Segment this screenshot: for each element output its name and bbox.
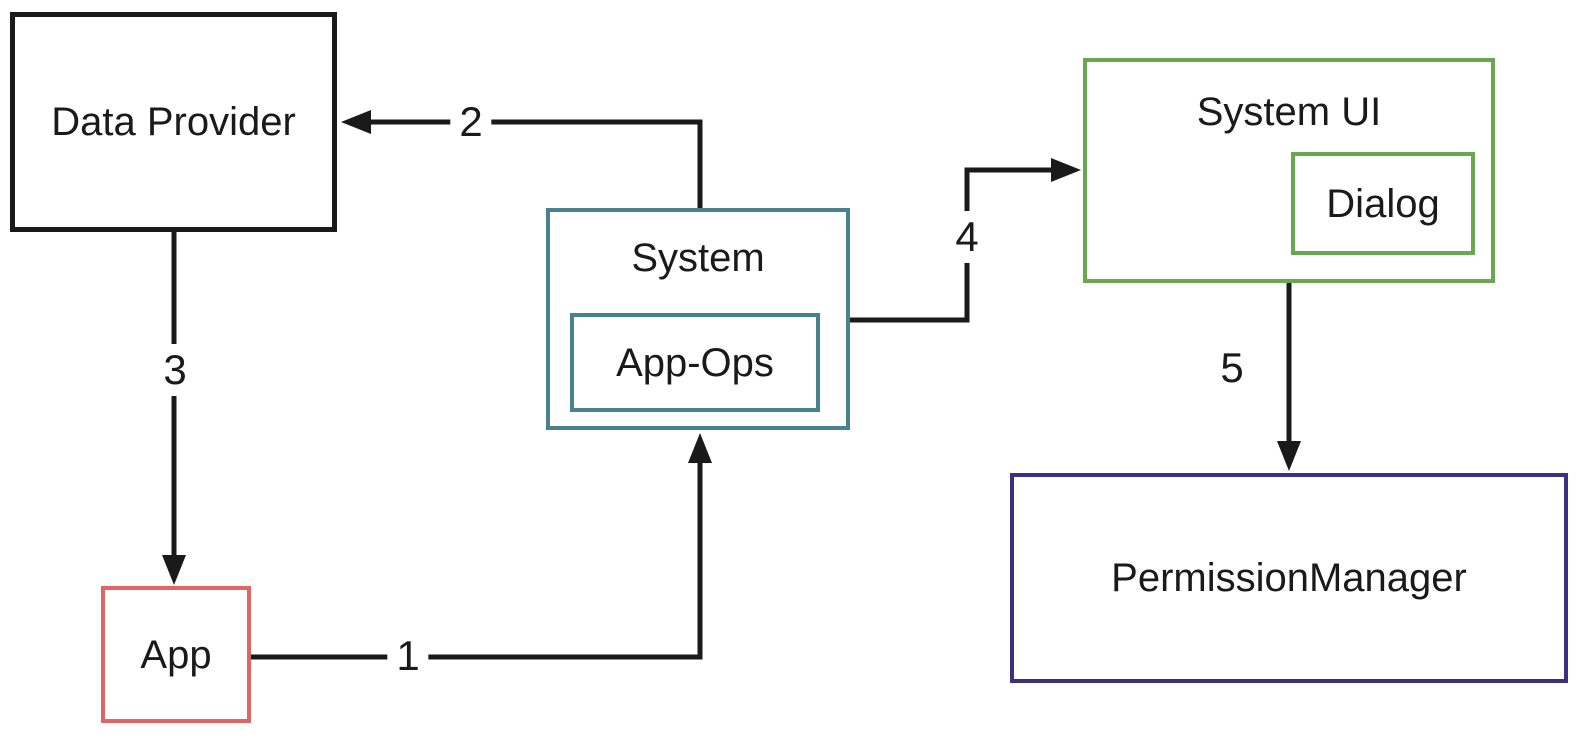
arrow-3-number: 3 bbox=[154, 344, 196, 396]
arrow-app-to-system bbox=[250, 433, 712, 660]
arrow-data-provider-to-app bbox=[162, 230, 186, 585]
system-box: System bbox=[546, 208, 850, 430]
arrowhead-up-icon bbox=[688, 433, 712, 463]
app-ops-label: App-Ops bbox=[616, 340, 774, 385]
arrow-2-number: 2 bbox=[450, 96, 492, 148]
permission-manager-box: PermissionManager bbox=[1010, 473, 1568, 683]
app-label: App bbox=[140, 632, 212, 677]
arrow-4-number: 4 bbox=[946, 211, 988, 263]
system-ui-label: System UI bbox=[1196, 90, 1382, 134]
arrow-system-to-data-provider bbox=[341, 110, 703, 210]
data-provider-box: Data Provider bbox=[10, 12, 337, 232]
system-label: System bbox=[631, 236, 765, 280]
arrow-1-number: 1 bbox=[387, 630, 429, 682]
arrow-system-ui-to-permission-manager bbox=[1277, 281, 1301, 471]
dialog-box: Dialog bbox=[1291, 152, 1475, 255]
arrowhead-right-icon bbox=[1051, 158, 1081, 182]
arrowhead-down-icon bbox=[162, 555, 186, 585]
arrow-2-line bbox=[369, 119, 703, 210]
app-ops-box: App-Ops bbox=[570, 313, 820, 412]
system-ui-box: System UI bbox=[1083, 58, 1495, 283]
dialog-label: Dialog bbox=[1326, 181, 1440, 226]
data-provider-label: Data Provider bbox=[51, 100, 296, 144]
app-box: App bbox=[101, 586, 251, 723]
arrowhead-left-icon bbox=[341, 110, 371, 134]
arrowhead-down-icon bbox=[1277, 441, 1301, 471]
arrow-1-line bbox=[250, 448, 703, 660]
arrow-5-number: 5 bbox=[1211, 342, 1253, 394]
permission-manager-label: PermissionManager bbox=[1111, 556, 1467, 600]
